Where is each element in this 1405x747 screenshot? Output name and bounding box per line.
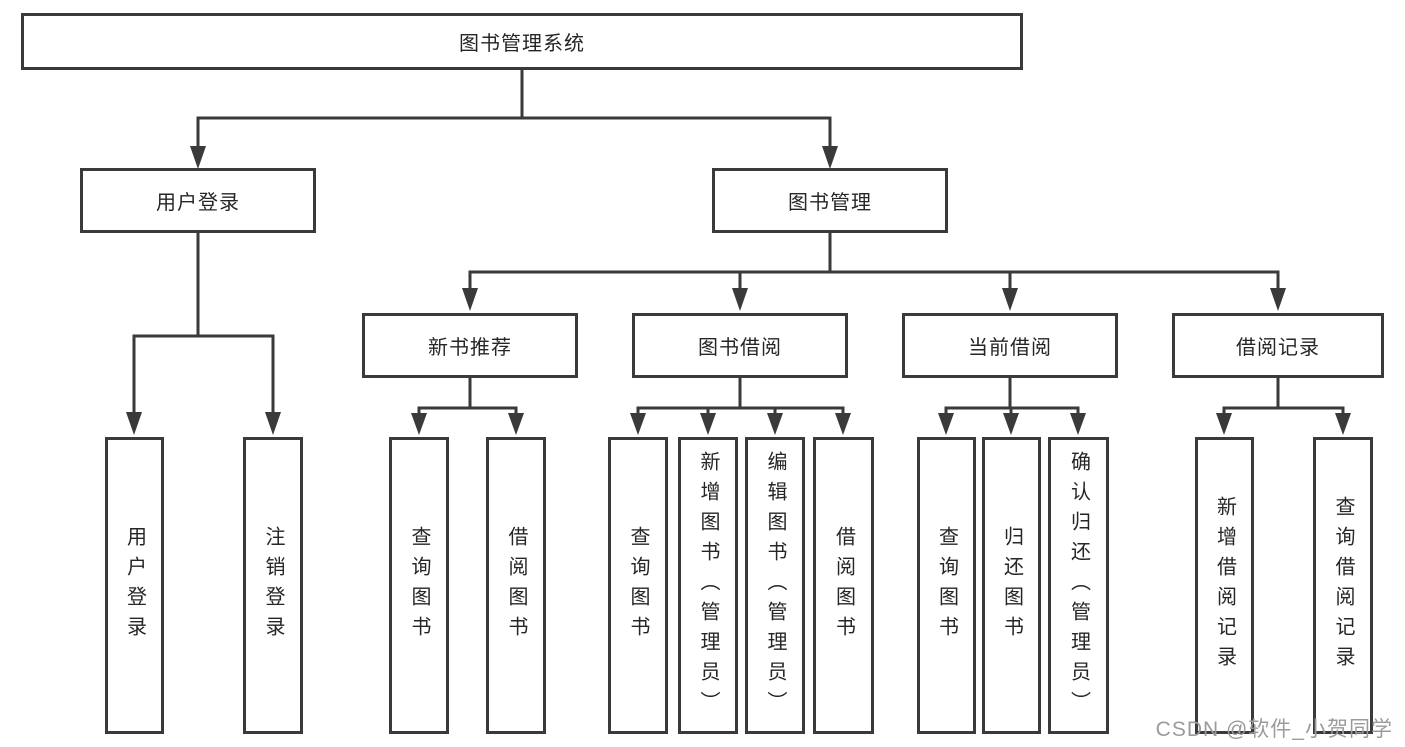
node-root-label: 图书管理系统 <box>459 33 585 55</box>
leaf-user-login-label: 用户登录 <box>123 525 146 646</box>
node-user-login-group-label: 用户登录 <box>156 192 240 214</box>
leaf-bb-edit-books-admin-label: 编辑图书（管理员） <box>764 450 786 721</box>
leaf-logout: 注销登录 <box>243 437 303 734</box>
node-book-borrowing: 图书借阅 <box>632 313 848 378</box>
connector-book-borrowing-to-leaves <box>630 378 851 435</box>
leaf-cb-return-books-label: 归还图书 <box>1000 525 1023 646</box>
connector-current-borrowing-to-leaves <box>938 378 1086 435</box>
node-current-borrowing-label: 当前借阅 <box>968 337 1052 359</box>
leaf-cb-confirm-return-admin: 确认归还（管理员） <box>1048 437 1109 734</box>
leaf-nbr-query-books-label: 查询图书 <box>408 525 430 646</box>
connector-user-login-to-leaves <box>126 233 281 435</box>
leaf-bb-add-books-admin-label: 新增图书（管理员） <box>697 450 719 721</box>
node-book-borrowing-label: 图书借阅 <box>698 337 782 359</box>
connector-book-management-to-level3 <box>462 233 1286 311</box>
node-current-borrowing: 当前借阅 <box>902 313 1118 378</box>
leaf-bb-borrow-books-label: 借阅图书 <box>832 525 855 646</box>
node-book-management-group: 图书管理 <box>712 168 948 233</box>
csdn-watermark: CSDN @软件_小贺同学 <box>1155 718 1393 741</box>
leaf-logout-label: 注销登录 <box>262 525 284 646</box>
leaf-bb-add-books-admin: 新增图书（管理员） <box>678 437 738 734</box>
leaf-bb-query-books-label: 查询图书 <box>627 525 649 646</box>
leaf-br-add-record: 新增借阅记录 <box>1195 437 1254 734</box>
node-book-management-group-label: 图书管理 <box>788 192 872 214</box>
leaf-cb-query-books: 查询图书 <box>917 437 976 734</box>
leaf-user-login: 用户登录 <box>105 437 164 734</box>
node-borrowing-records: 借阅记录 <box>1172 313 1384 378</box>
connector-root-to-level2 <box>190 70 838 169</box>
node-new-book-recommend-label: 新书推荐 <box>428 337 512 359</box>
connector-new-book-recommend-to-leaves <box>411 378 524 435</box>
connector-borrowing-records-to-leaves <box>1216 378 1351 435</box>
leaf-nbr-borrow-books-label: 借阅图书 <box>505 525 527 646</box>
leaf-br-query-record-label: 查询借阅记录 <box>1332 495 1354 676</box>
node-root: 图书管理系统 <box>21 13 1023 70</box>
node-borrowing-records-label: 借阅记录 <box>1236 337 1320 359</box>
leaf-nbr-query-books: 查询图书 <box>389 437 449 734</box>
leaf-bb-query-books: 查询图书 <box>608 437 668 734</box>
leaf-cb-confirm-return-admin-label: 确认归还（管理员） <box>1067 450 1090 721</box>
leaf-bb-borrow-books: 借阅图书 <box>813 437 874 734</box>
leaf-bb-edit-books-admin: 编辑图书（管理员） <box>745 437 805 734</box>
leaf-br-add-record-label: 新增借阅记录 <box>1213 495 1236 676</box>
leaf-nbr-borrow-books: 借阅图书 <box>486 437 546 734</box>
leaf-cb-query-books-label: 查询图书 <box>935 525 958 646</box>
leaf-cb-return-books: 归还图书 <box>982 437 1041 734</box>
node-new-book-recommend: 新书推荐 <box>362 313 578 378</box>
leaf-br-query-record: 查询借阅记录 <box>1313 437 1373 734</box>
node-user-login-group: 用户登录 <box>80 168 316 233</box>
